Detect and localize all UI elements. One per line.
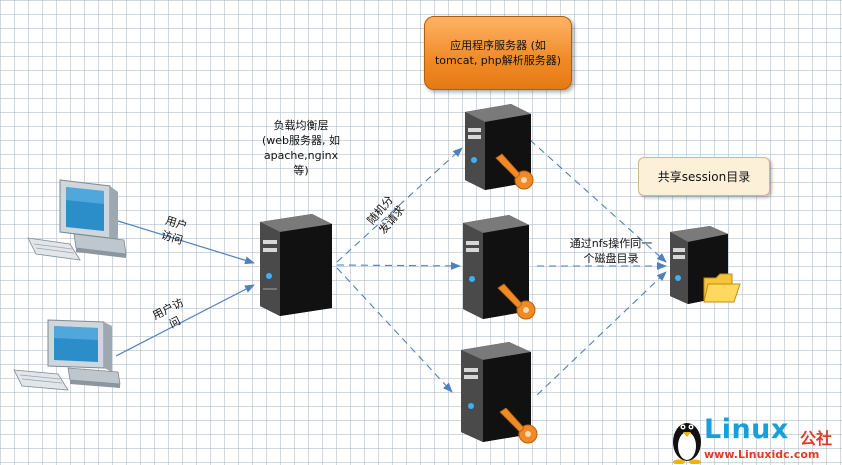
arrow-lb-to-app3 xyxy=(336,267,453,393)
logo-cn-text: 公社 xyxy=(800,429,833,448)
key-icon-3 xyxy=(499,408,538,444)
client-computer-icon-bottom xyxy=(13,319,121,391)
logo-main-text: Linux xyxy=(704,414,789,445)
arrow-app3-to-storage xyxy=(536,271,667,396)
app-server-label: 应用程序服务器 (如tomcat, php解析服务器) xyxy=(434,39,562,67)
folder-icon xyxy=(703,273,741,303)
load-balancer-label: 负载均衡层 (web服务器, 如 apache,nginx 等) xyxy=(261,119,341,177)
arrow-lb-to-app2 xyxy=(336,261,461,270)
shared-session-label: 共享session目录 xyxy=(657,170,751,184)
arrow-lb-to-app1 xyxy=(336,147,463,263)
arrow-user1-to-lb xyxy=(117,220,255,265)
logo-url-text: www.Linuxidc.com xyxy=(704,448,820,461)
key-icon-2 xyxy=(497,283,536,320)
arrow-user2-to-lb xyxy=(115,284,255,357)
arrow-app1-to-storage xyxy=(529,139,667,263)
nfs-label: 通过nfs操作同一 个磁盘目录 xyxy=(569,237,653,265)
load-balancer-server-icon xyxy=(260,214,332,316)
shared-session-label-box: 共享session目录 xyxy=(638,157,770,196)
app-server-icon-3 xyxy=(461,342,531,442)
client-computer-icon-top xyxy=(27,179,127,261)
key-icon-1 xyxy=(495,153,534,190)
linuxidc-logo: Linux 公社 www.Linuxidc.com xyxy=(670,412,842,465)
app-server-label-box: 应用程序服务器 (如tomcat, php解析服务器) xyxy=(424,16,572,90)
tux-penguin-icon xyxy=(673,423,701,464)
